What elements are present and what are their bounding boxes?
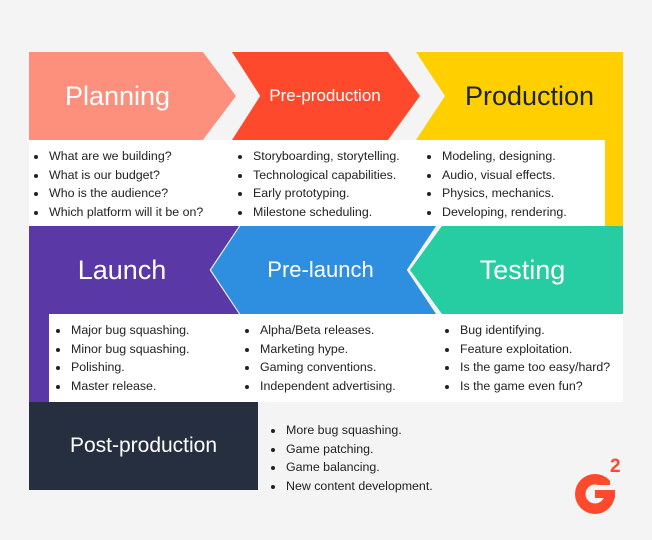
list-item: Storyboarding, storytelling. bbox=[252, 147, 400, 166]
list-item: Polishing. bbox=[70, 358, 189, 377]
list-item: Feature exploitation. bbox=[459, 340, 610, 359]
launch-title: Launch bbox=[77, 254, 167, 285]
list-item: Master release. bbox=[70, 377, 189, 396]
g2-logo-icon bbox=[575, 466, 626, 514]
list-item: Early prototyping. bbox=[252, 184, 400, 203]
list-item: Is the game too easy/hard? bbox=[459, 358, 610, 377]
list-item: What are we building? bbox=[48, 147, 203, 166]
g2-logo: 2 bbox=[570, 456, 626, 518]
post-production-list: More bug squashing. Game patching. Game … bbox=[267, 421, 433, 495]
production-title: Production bbox=[464, 80, 595, 111]
pre-launch-list: Alpha/Beta releases. Marketing hype. Gam… bbox=[241, 321, 396, 395]
pre-launch-chevron: Pre-launch bbox=[211, 226, 436, 314]
production-list: Modeling, designing. Audio, visual effec… bbox=[423, 147, 567, 221]
list-item: Developing, rendering. bbox=[441, 203, 567, 222]
list-item: Is the game even fun? bbox=[459, 377, 610, 396]
list-item: Independent advertising. bbox=[259, 377, 396, 396]
post-production-block: Post-production bbox=[29, 402, 258, 490]
row1-panel bbox=[29, 140, 605, 226]
list-item: Physics, mechanics. bbox=[441, 184, 567, 203]
planning-chevron: Planning bbox=[29, 52, 236, 140]
list-item: What is our budget? bbox=[48, 166, 203, 185]
launch-chevron: Launch bbox=[29, 226, 239, 314]
post-production-title: Post-production bbox=[69, 434, 218, 457]
list-item: Gaming conventions. bbox=[259, 358, 396, 377]
planning-list: What are we building? What is our budget… bbox=[30, 147, 203, 221]
production-chevron: Production bbox=[416, 52, 623, 140]
testing-list: Bug identifying. Feature exploitation. I… bbox=[441, 321, 610, 395]
list-item: Game patching. bbox=[285, 440, 433, 459]
row2-panel bbox=[49, 314, 623, 402]
list-item: New content development. bbox=[285, 477, 433, 496]
list-item: Technological capabilities. bbox=[252, 166, 400, 185]
g2-logo-superscript: 2 bbox=[610, 456, 621, 477]
list-item: Minor bug squashing. bbox=[70, 340, 189, 359]
testing-chevron: Testing bbox=[410, 226, 623, 314]
list-item: Milestone scheduling. bbox=[252, 203, 400, 222]
pre-production-chevron: Pre-production bbox=[232, 52, 420, 140]
list-item: Alpha/Beta releases. bbox=[259, 321, 396, 340]
list-item: Game balancing. bbox=[285, 458, 433, 477]
pre-production-title: Pre-production bbox=[269, 86, 381, 105]
list-item: More bug squashing. bbox=[285, 421, 433, 440]
testing-title: Testing bbox=[479, 254, 566, 285]
list-item: Modeling, designing. bbox=[441, 147, 567, 166]
list-item: Marketing hype. bbox=[259, 340, 396, 359]
pre-launch-title: Pre-launch bbox=[267, 257, 374, 282]
list-item: Which platform will it be on? bbox=[48, 203, 203, 222]
list-item: Bug identifying. bbox=[459, 321, 610, 340]
planning-title: Planning bbox=[64, 80, 171, 111]
list-item: Major bug squashing. bbox=[70, 321, 189, 340]
list-item: Audio, visual effects. bbox=[441, 166, 567, 185]
list-item: Who is the audience? bbox=[48, 184, 203, 203]
pre-production-list: Storyboarding, storytelling. Technologic… bbox=[234, 147, 400, 221]
launch-list: Major bug squashing. Minor bug squashing… bbox=[52, 321, 189, 395]
